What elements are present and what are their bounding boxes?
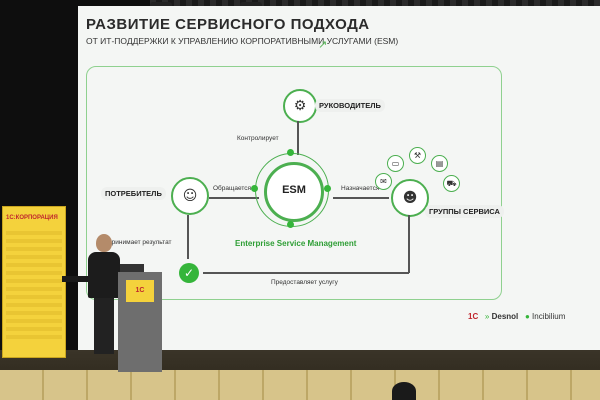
accepts-label: Принимает результат — [107, 239, 172, 246]
banner-text — [6, 231, 62, 341]
podium-sign: 1С — [126, 280, 154, 302]
assigned-label: Назначается — [341, 185, 380, 192]
service-mini-icon: ▤ — [431, 155, 448, 172]
assigned-arrow — [333, 197, 389, 199]
projection-screen: РАЗВИТИЕ СЕРВИСНОГО ПОДХОДА ОТ ИТ-ПОДДЕР… — [78, 6, 600, 350]
speaker-legs — [94, 298, 114, 354]
controls-arrow — [297, 121, 299, 155]
esm-node: ESM — [264, 162, 324, 222]
esm-diagram: ⚙ РУКОВОДИТЕЛЬ Контролирует ☺ ПОТРЕБИТЕЛ… — [86, 66, 504, 300]
service-group-icon: ☻ — [402, 190, 418, 206]
service-mini-icon: ⚒ — [409, 147, 426, 164]
requests-label: Обращается — [213, 185, 252, 192]
consumer-icon: ☺ — [182, 188, 198, 204]
mic-stand — [62, 276, 98, 282]
accepts-arrow — [187, 215, 189, 259]
slide-title: РАЗВИТИЕ СЕРВИСНОГО ПОДХОДА — [86, 16, 370, 33]
esm-label: ESM — [282, 184, 306, 196]
podium: 1С — [118, 272, 162, 372]
banner-heading: 1С:КОРПОРАЦИЯ — [6, 215, 58, 221]
service-mini-icon: ⛟ — [443, 175, 460, 192]
stage-edge — [0, 370, 600, 400]
manager-node: ⚙ — [283, 89, 317, 123]
check-icon: ✓ — [179, 263, 199, 283]
rollup-banner: 1С:КОРПОРАЦИЯ — [2, 206, 66, 358]
partner-logos: 1С » Desnol ● Incibilium — [468, 312, 566, 321]
ring-dot-bottom — [287, 221, 294, 228]
speaker — [88, 234, 120, 354]
audience-head — [392, 382, 416, 400]
service-mini-icon: ▭ — [387, 155, 404, 172]
laptop — [120, 264, 144, 274]
incibilium-logo: Incibilium — [532, 312, 566, 321]
ring-dot-left — [251, 185, 258, 192]
provides-line-vertical — [408, 215, 410, 273]
service-groups-label: ГРУППЫ СЕРВИСА — [425, 205, 504, 218]
desnol-logo: Desnol — [491, 312, 519, 321]
ring-dot-right — [324, 185, 331, 192]
arrow-mark-icon: ↗ — [318, 38, 328, 51]
1c-logo: 1С — [468, 312, 479, 321]
manager-icon: ⚙ — [293, 98, 307, 114]
manager-label: РУКОВОДИТЕЛЬ — [315, 99, 385, 112]
speaker-torso — [88, 252, 120, 298]
provides-line-horizontal — [203, 272, 409, 274]
consumer-label: ПОТРЕБИТЕЛЬ — [101, 187, 166, 200]
ring-dot-top — [287, 149, 294, 156]
requests-arrow — [209, 197, 259, 199]
consumer-node: ☺ — [171, 177, 209, 215]
esm-caption: Enterprise Service Management — [235, 239, 357, 248]
service-groups-node: ☻ — [391, 179, 429, 217]
service-mini-icon: ✉ — [375, 173, 392, 190]
speaker-head — [96, 234, 112, 252]
slide-subtitle: ОТ ИТ-ПОДДЕРЖКИ К УПРАВЛЕНИЮ КОРПОРАТИВН… — [86, 36, 399, 46]
controls-label: Контролирует — [237, 135, 279, 142]
provides-label: Предоставляет услугу — [271, 279, 338, 286]
